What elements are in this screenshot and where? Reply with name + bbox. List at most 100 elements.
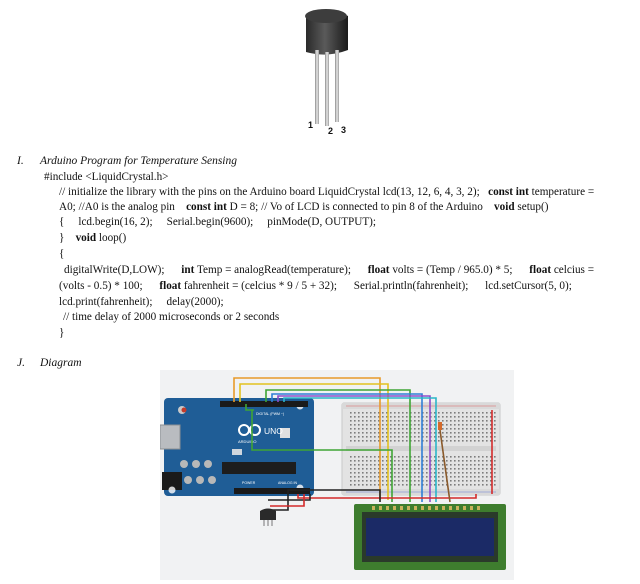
code-keyword: int (181, 264, 195, 276)
breadboard-hole (378, 456, 380, 458)
breadboard-hole (406, 464, 408, 466)
breadboard-hole (366, 436, 368, 438)
breadboard-hole (358, 440, 360, 442)
breadboard-hole (454, 412, 456, 414)
breadboard-hole (458, 468, 460, 470)
breadboard-hole (482, 476, 484, 478)
breadboard-hole (426, 420, 428, 422)
breadboard-hole (438, 464, 440, 466)
pin-label-3: 3 (341, 125, 347, 135)
breadboard-hole (486, 476, 488, 478)
breadboard-hole (478, 416, 480, 418)
breadboard-hole (458, 476, 460, 478)
code-text: setup() (517, 201, 549, 213)
breadboard-hole (494, 428, 496, 430)
breadboard-hole (378, 436, 380, 438)
breadboard-hole (418, 464, 420, 466)
breadboard-hole (442, 436, 444, 438)
breadboard-hole (482, 440, 484, 442)
arduino-logo (238, 424, 261, 436)
breadboard-hole (386, 440, 388, 442)
breadboard-hole (366, 428, 368, 430)
breadboard-hole (470, 460, 472, 462)
code-include: #include <LiquidCrystal.h> (44, 171, 169, 183)
breadboard-hole (402, 468, 404, 470)
breadboard-hole (458, 428, 460, 430)
breadboard-hole (354, 464, 356, 466)
breadboard-hole (402, 476, 404, 478)
breadboard-hole (438, 412, 440, 414)
breadboard-hole (418, 432, 420, 434)
breadboard-hole (386, 464, 388, 466)
breadboard-hole (458, 472, 460, 474)
lcd-pin (435, 506, 438, 510)
breadboard-hole (442, 420, 444, 422)
breadboard-hole (442, 416, 444, 418)
breadboard-hole (486, 416, 488, 418)
breadboard-hole (362, 476, 364, 478)
breadboard-hole (374, 464, 376, 466)
breadboard-hole (414, 416, 416, 418)
breadboard-hole (358, 472, 360, 474)
breadboard-hole (490, 480, 492, 482)
breadboard-hole (362, 460, 364, 462)
temperature-sensor-illustration (292, 4, 362, 140)
breadboard-hole (454, 480, 456, 482)
breadboard-hole (382, 420, 384, 422)
breadboard-hole (450, 484, 452, 486)
breadboard-hole (490, 456, 492, 458)
breadboard-hole (406, 456, 408, 458)
breadboard-hole (494, 440, 496, 442)
breadboard-hole (474, 436, 476, 438)
breadboard-hole (358, 436, 360, 438)
breadboard-hole (438, 456, 440, 458)
breadboard-hole (474, 456, 476, 458)
breadboard-hole (382, 424, 384, 426)
breadboard-hole (426, 412, 428, 414)
code-text: (volts - 0.5) * 100; (59, 280, 143, 292)
breadboard-hole (362, 484, 364, 486)
breadboard-hole (390, 460, 392, 462)
breadboard-hole (390, 468, 392, 470)
breadboard-hole (486, 420, 488, 422)
breadboard-hole (426, 432, 428, 434)
breadboard-hole (470, 416, 472, 418)
breadboard-hole (486, 480, 488, 482)
breadboard-hole (390, 456, 392, 458)
section-number-j: J. (17, 357, 25, 369)
breadboard-hole (370, 464, 372, 466)
breadboard-hole (386, 480, 388, 482)
breadboard-hole (466, 476, 468, 478)
breadboard-hole (426, 468, 428, 470)
breadboard-hole (470, 436, 472, 438)
breadboard-hole (426, 460, 428, 462)
breadboard-hole (354, 416, 356, 418)
breadboard-hole (478, 424, 480, 426)
breadboard-hole (494, 472, 496, 474)
breadboard-hole (386, 420, 388, 422)
breadboard-hole (466, 424, 468, 426)
breadboard-hole (442, 460, 444, 462)
breadboard-hole (474, 428, 476, 430)
breadboard-hole (366, 440, 368, 442)
section-number-i: I. (17, 155, 24, 167)
breadboard-hole (494, 464, 496, 466)
breadboard-hole (374, 440, 376, 442)
breadboard-hole (494, 416, 496, 418)
breadboard-hole (442, 472, 444, 474)
breadboard-hole (406, 440, 408, 442)
breadboard-hole (398, 480, 400, 482)
breadboard-hole (362, 436, 364, 438)
breadboard-hole (482, 456, 484, 458)
breadboard-hole (438, 472, 440, 474)
breadboard-hole (390, 472, 392, 474)
breadboard-hole (434, 460, 436, 462)
breadboard-hole (450, 420, 452, 422)
breadboard-hole (390, 412, 392, 414)
breadboard-hole (406, 484, 408, 486)
breadboard-hole (402, 428, 404, 430)
breadboard-hole (462, 472, 464, 474)
breadboard-hole (370, 436, 372, 438)
breadboard-hole (478, 460, 480, 462)
breadboard-hole (366, 416, 368, 418)
